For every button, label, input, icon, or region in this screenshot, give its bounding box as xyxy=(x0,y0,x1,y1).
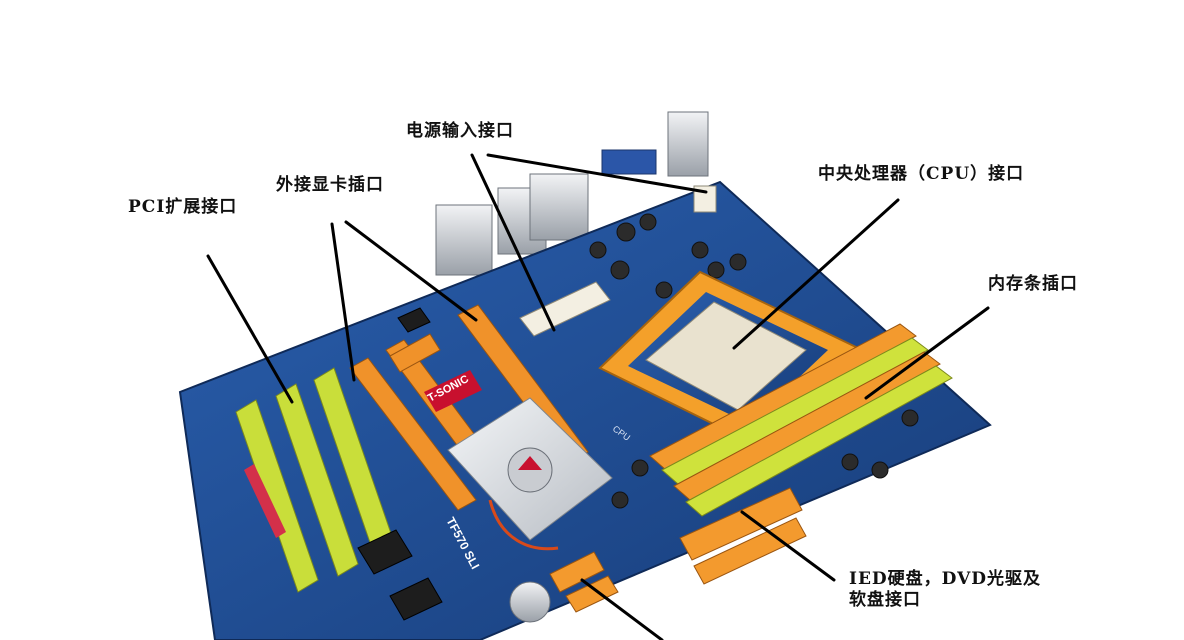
callout-cpu-socket: 中央处理器（CPU）接口 xyxy=(818,164,1025,184)
callout-ide-line1: IED硬盘，DVD光驱及 xyxy=(849,569,1042,589)
cmos-battery xyxy=(509,581,551,623)
callout-ide-floppy: IED硬盘，DVD光驱及 软盘接口 xyxy=(849,569,1041,612)
leader-power-2 xyxy=(486,153,708,194)
callout-memory-slots: 内存条插口 xyxy=(988,274,1078,294)
callout-power-input: 电源输入接口 xyxy=(406,121,514,141)
chipset-heatsink xyxy=(447,397,613,551)
capacitors xyxy=(589,213,919,509)
rear-io-ports xyxy=(435,111,709,276)
callout-leader-lines xyxy=(206,153,990,640)
leader-pci xyxy=(206,254,294,404)
sata-ports xyxy=(549,551,619,613)
callout-ide-line2: 软盘接口 xyxy=(849,590,921,611)
onboard-chips xyxy=(357,307,443,621)
leader-graphics-2 xyxy=(344,220,478,322)
ide-connectors xyxy=(679,487,807,585)
pci-slots xyxy=(235,367,397,593)
leader-memory xyxy=(864,306,990,400)
power-connector xyxy=(519,185,717,337)
leader-ide xyxy=(740,510,836,582)
leader-power-1 xyxy=(470,153,556,332)
memory-slots xyxy=(649,323,953,517)
leader-graphics-1 xyxy=(330,222,356,382)
red-pin-header xyxy=(244,464,286,538)
leader-cpu xyxy=(732,198,900,350)
leader-sata xyxy=(580,578,664,640)
callout-graphics-slot: 外接显卡插口 xyxy=(276,175,384,195)
callout-pci-slots: PCI扩展接口 xyxy=(128,197,238,217)
